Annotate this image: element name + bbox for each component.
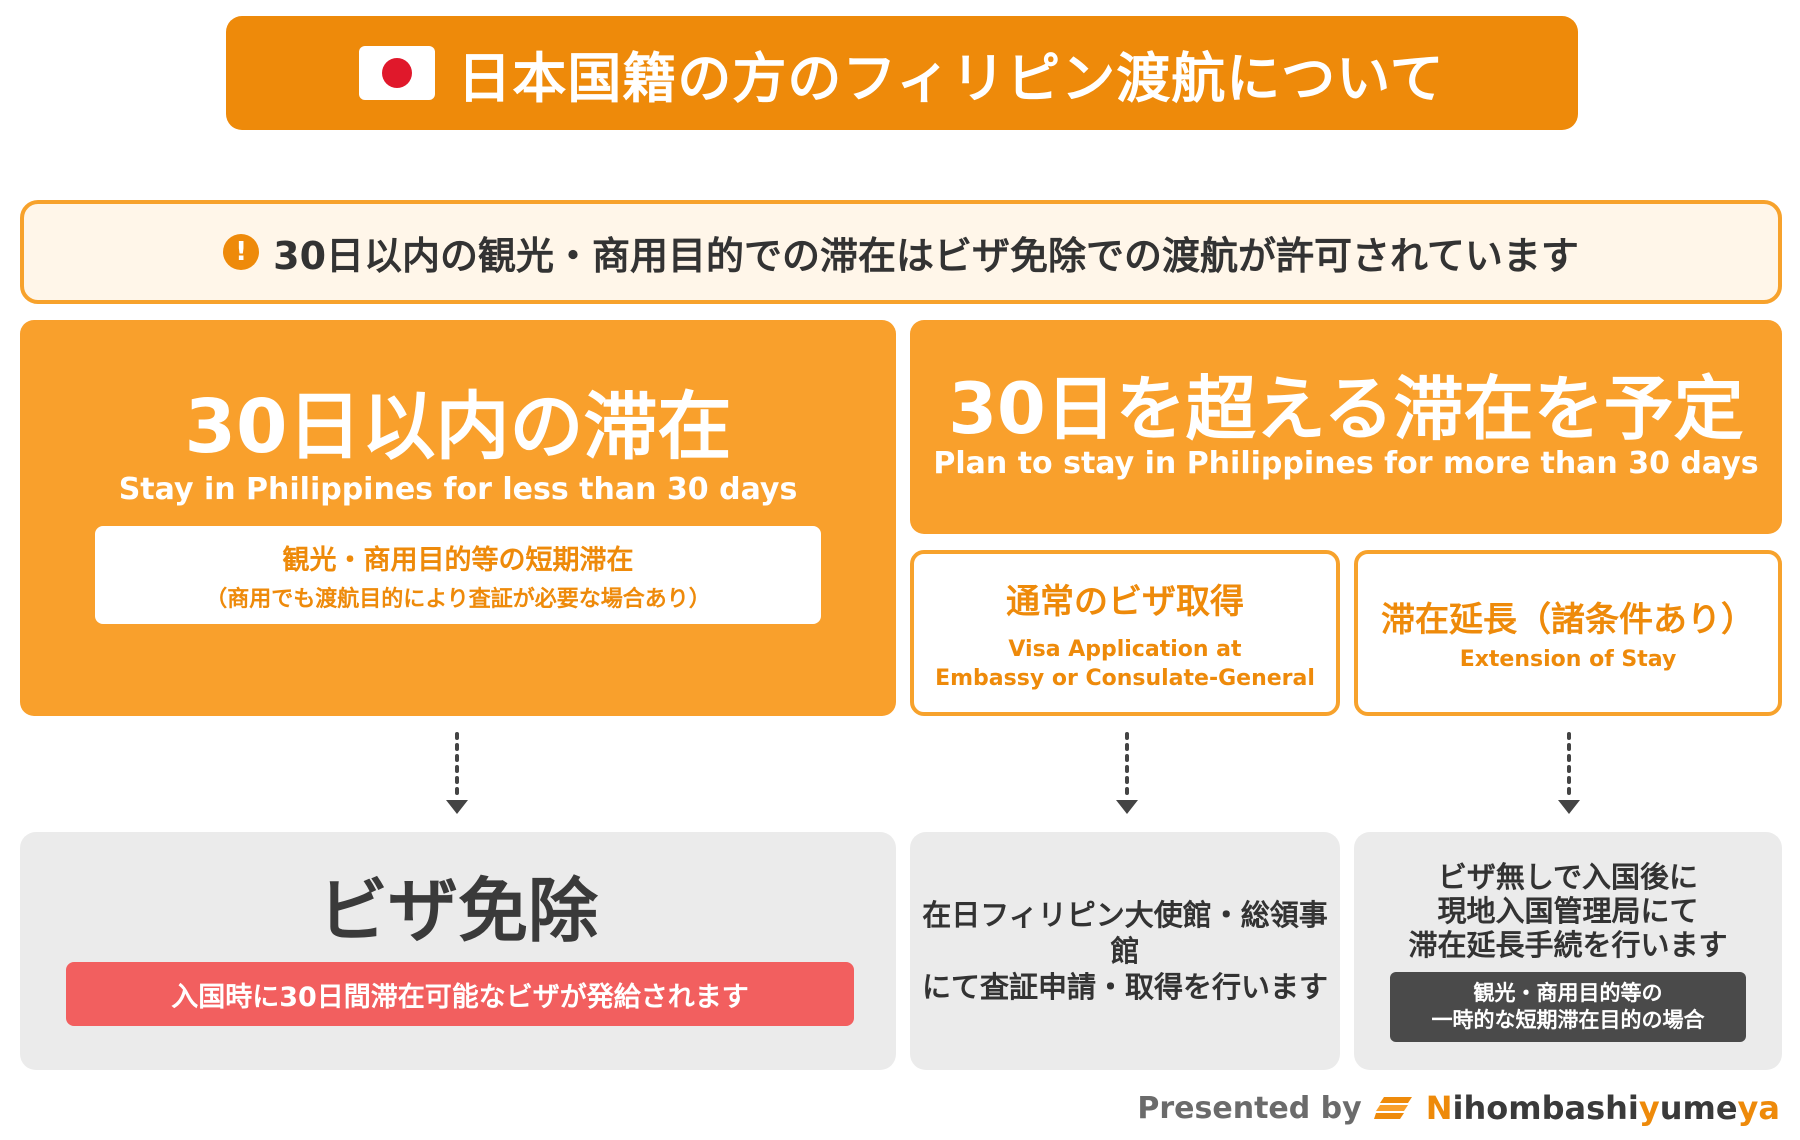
embassy-application-line2: にて査証申請・取得を行います xyxy=(921,970,1328,1005)
short-stay-note-line1: 観光・商用目的等の短期滞在 xyxy=(282,544,634,576)
short-stay-note: 観光・商用目的等の短期滞在 （商用でも渡航目的により査証が必要な場合あり） xyxy=(95,526,821,624)
visa-application-sub-line2: Embassy or Consulate-General xyxy=(935,665,1315,691)
extension-of-stay-title: 滞在延長（諸条件あり） xyxy=(1381,600,1755,641)
brand-part-n: N xyxy=(1425,1089,1453,1127)
stay-over-30-days-title: 30日を超える滞在を予定 xyxy=(948,368,1744,450)
japan-flag-icon xyxy=(359,46,436,100)
page-title: 日本国籍の方のフィリピン渡航について xyxy=(457,46,1445,110)
extension-procedure-result: ビザ無しで入国後に 現地入国管理局にて 滞在延長手続を行います 観光・商用目的等… xyxy=(1354,832,1782,1070)
dotted-arrow-down-icon xyxy=(446,732,468,814)
dotted-arrow-down-icon xyxy=(1116,732,1138,814)
extension-of-stay-option: 滞在延長（諸条件あり） Extension of Stay xyxy=(1354,550,1782,716)
extension-procedure-line1: ビザ無しで入国後に xyxy=(1437,860,1699,894)
brand-name: Nihombashiyumeya xyxy=(1426,1089,1780,1127)
extension-condition-badge: 観光・商用目的等の 一時的な短期滞在目的の場合 xyxy=(1390,972,1746,1042)
embassy-application-result: 在日フィリピン大使館・総領事館 にて査証申請・取得を行います xyxy=(910,832,1340,1070)
visa-exemption-bar: 入国時に30日間滞在可能なビザが発給されます xyxy=(66,962,854,1026)
visa-application-sub-line1: Visa Application at xyxy=(1008,637,1242,663)
stay-under-30-days-box: 30日以内の滞在 Stay in Philippines for less th… xyxy=(20,320,896,716)
extension-condition-line2: 一時的な短期滞在目的の場合 xyxy=(1431,1008,1705,1032)
visa-application-title: 通常のビザ取得 xyxy=(1006,582,1244,623)
extension-procedure-line2: 現地入国管理局にて xyxy=(1437,894,1699,929)
extension-condition-line1: 観光・商用目的等の xyxy=(1473,980,1663,1005)
title-banner: 日本国籍の方のフィリピン渡航について xyxy=(226,16,1578,130)
brand-part-ihombashi: ihombashi xyxy=(1452,1089,1639,1127)
visa-exemption-title: ビザ免除 xyxy=(318,870,598,952)
embassy-application-line1: 在日フィリピン大使館・総領事館 xyxy=(922,897,1328,968)
nihombashiyumeya-logo-icon xyxy=(1373,1097,1412,1119)
brand-part-y: y xyxy=(1638,1089,1660,1127)
exclamation-icon: ! xyxy=(223,234,260,270)
notice-text: 30日以内の観光・商用目的での滞在はビザ免除での渡航が許可されています xyxy=(273,233,1579,278)
visa-exemption-result: ビザ免除 入国時に30日間滞在可能なビザが発給されます xyxy=(20,832,896,1070)
extension-procedure-line3: 滞在延長手続を行います xyxy=(1408,928,1728,963)
presented-by-label: Presented by xyxy=(1137,1090,1362,1126)
dotted-arrow-down-icon xyxy=(1558,732,1580,814)
stay-over-30-days-box: 30日を超える滞在を予定 Plan to stay in Philippines… xyxy=(910,320,1782,534)
embassy-application-text: 在日フィリピン大使館・総領事館 にて査証申請・取得を行います xyxy=(910,897,1340,1006)
brand-part-ya: ya xyxy=(1737,1089,1780,1127)
extension-of-stay-sub: Extension of Stay xyxy=(1459,647,1677,673)
notice-banner: ! 30日以内の観光・商用目的での滞在はビザ免除での渡航が許可されています xyxy=(20,200,1782,304)
stay-under-30-days-title: 30日以内の滞在 xyxy=(184,384,732,470)
short-stay-note-line2: （商用でも渡航目的により査証が必要な場合あり） xyxy=(205,586,711,612)
flag-sun-circle xyxy=(382,58,413,88)
footer-credit: Presented by Nihombashiyumeya xyxy=(1137,1086,1780,1130)
brand-part-ume: ume xyxy=(1659,1089,1738,1127)
visa-application-option: 通常のビザ取得 Visa Application at Embassy or C… xyxy=(910,550,1340,716)
extension-procedure-text: ビザ無しで入国後に 現地入国管理局にて 滞在延長手続を行います xyxy=(1354,860,1782,963)
stay-over-30-days-subtitle: Plan to stay in Philippines for more tha… xyxy=(933,446,1759,481)
stay-under-30-days-subtitle: Stay in Philippines for less than 30 day… xyxy=(118,472,798,507)
